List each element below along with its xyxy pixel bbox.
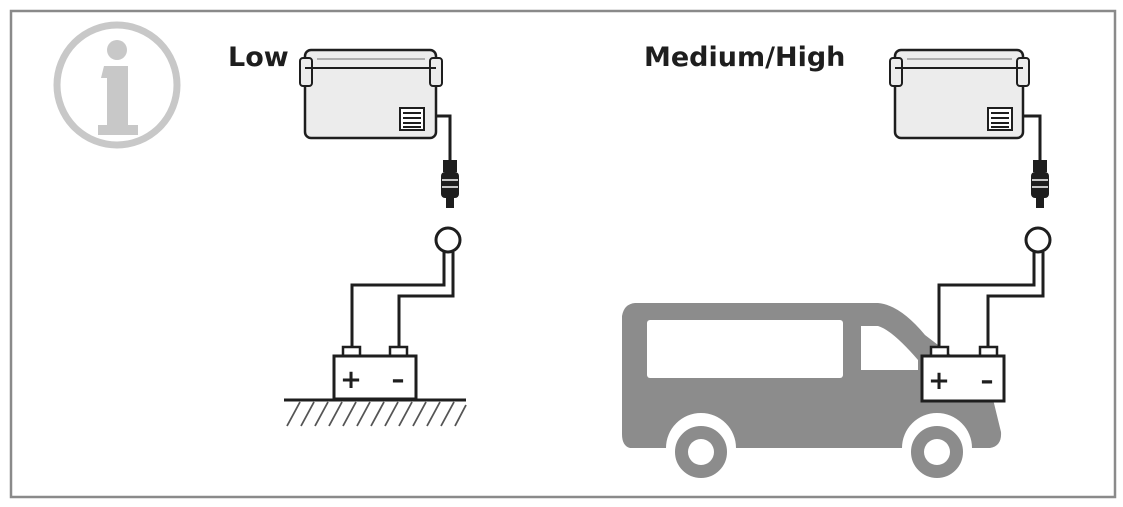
medium-high-battery-wires <box>937 252 1045 347</box>
medium-high-power-cable <box>1023 114 1042 160</box>
van-front-window <box>861 326 918 370</box>
low-battery-icon: + – <box>332 345 418 401</box>
low-cooler-vent <box>399 107 425 131</box>
low-power-cable <box>436 114 452 160</box>
info-icon-stem <box>98 66 138 135</box>
low-label: Low <box>228 42 289 73</box>
van-side-window <box>647 320 843 378</box>
medium-high-battery-plus: + <box>928 366 950 396</box>
medium-high-battery-minus: – <box>981 366 994 396</box>
low-battery-minus: – <box>392 365 405 395</box>
van-icon <box>622 303 1002 484</box>
low-plug-icon <box>441 160 459 208</box>
van-rear-wheel <box>669 420 733 484</box>
low-cooler-icon <box>299 48 443 140</box>
van-front-wheel <box>905 420 969 484</box>
low-battery-plus: + <box>340 365 362 395</box>
medium-high-section: Medium/High <box>622 42 1052 484</box>
medium-high-label: Medium/High <box>644 42 845 73</box>
ground-hatch <box>284 398 467 427</box>
medium-high-plug-icon <box>1031 160 1049 208</box>
medium-high-cooler-icon <box>889 48 1030 140</box>
low-battery-wires <box>350 252 455 347</box>
medium-high-socket-icon <box>1024 226 1052 254</box>
medium-high-cooler-vent <box>987 107 1013 131</box>
low-section: Low <box>228 42 467 427</box>
medium-high-battery-icon: + – <box>920 345 1006 403</box>
info-icon <box>53 21 181 149</box>
low-socket-icon <box>434 226 462 254</box>
info-icon-dot <box>107 40 127 60</box>
